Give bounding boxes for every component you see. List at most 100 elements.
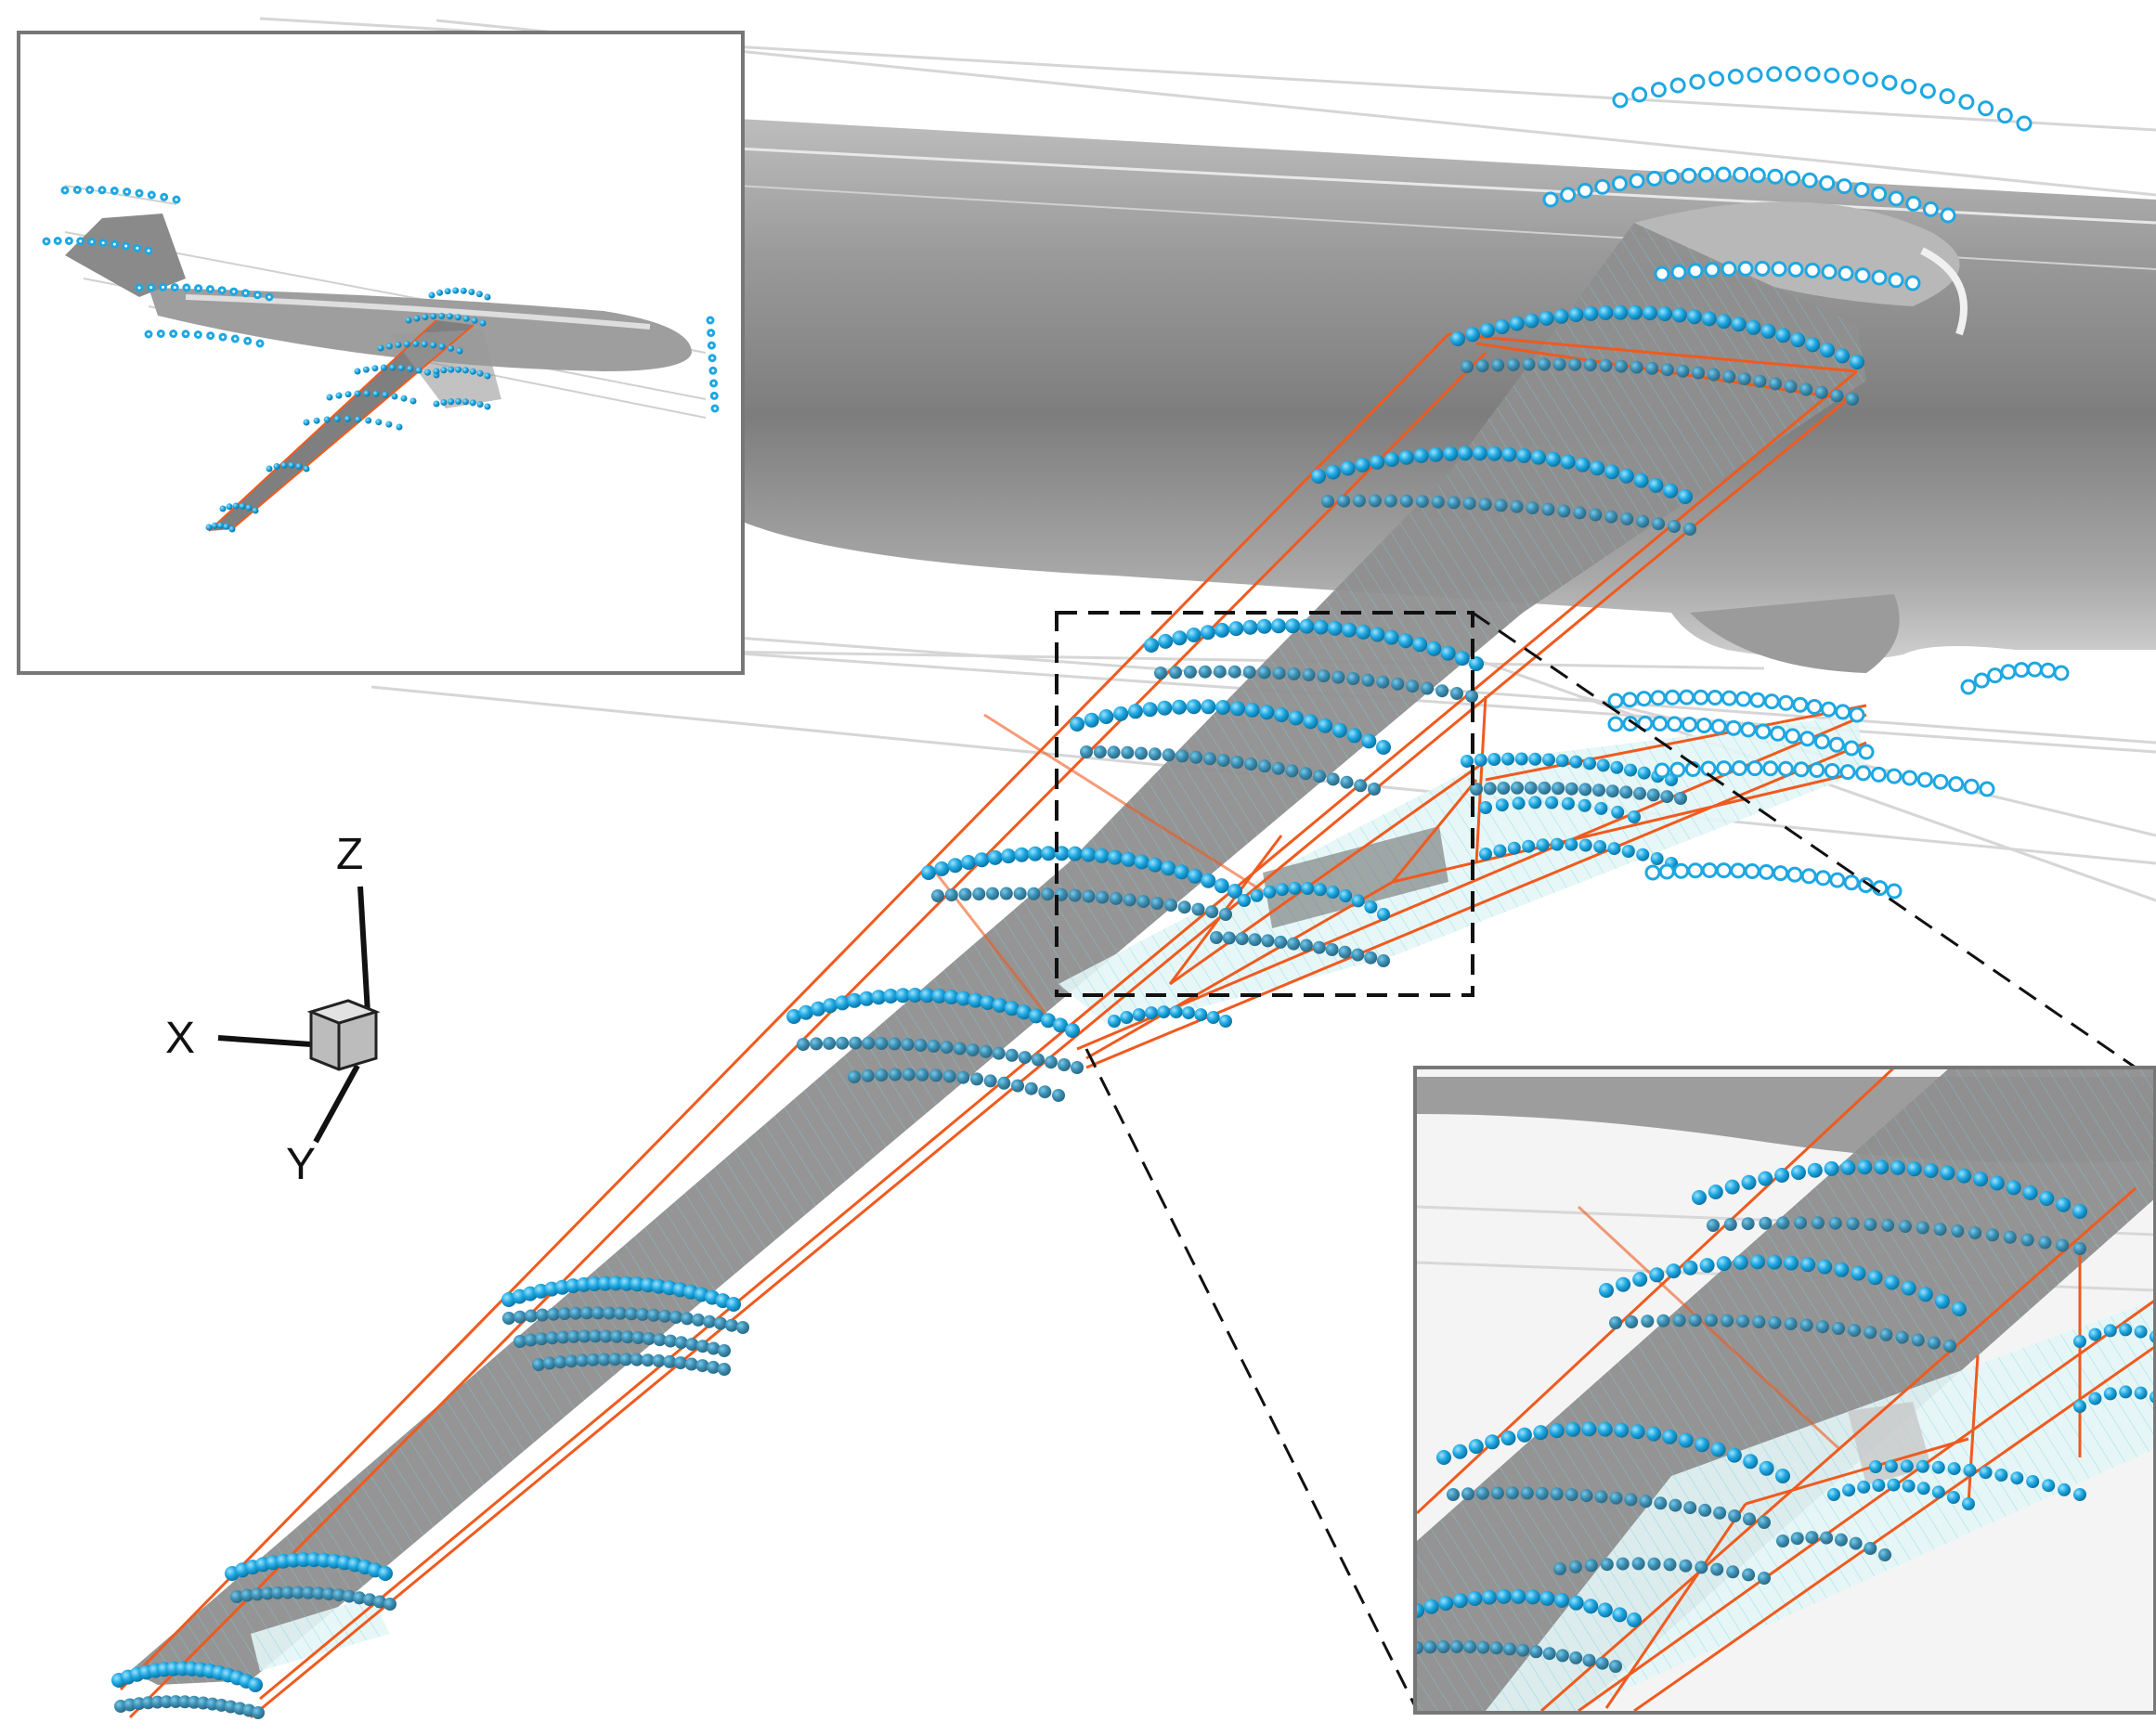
control-point (1749, 692, 1766, 708)
control-point (1093, 745, 1107, 759)
control-point (1127, 704, 1143, 719)
control-point (685, 1338, 699, 1352)
control-point (718, 1363, 731, 1376)
control-point (1793, 761, 1810, 778)
control-point (1227, 884, 1242, 899)
control-point (848, 1070, 861, 1083)
control-point (1522, 357, 1536, 371)
control-point (1510, 499, 1524, 513)
control-point (1302, 667, 1316, 681)
control-point (373, 1595, 386, 1609)
control-point (2073, 1488, 2086, 1501)
control-point (1205, 905, 1219, 919)
control-point (1794, 1216, 1807, 1230)
control-point (1652, 716, 1669, 732)
control-point (1461, 755, 1474, 768)
control-point (1673, 862, 1690, 879)
control-point (156, 330, 165, 338)
control-point (1973, 1172, 1988, 1187)
control-point (219, 505, 227, 512)
control-point (1545, 451, 1561, 467)
control-point (476, 369, 484, 377)
control-point (1776, 1216, 1790, 1230)
control-point (1524, 781, 1538, 795)
control-point (326, 394, 333, 401)
control-point (1614, 1422, 1630, 1438)
control-point (1952, 1301, 1967, 1316)
control-point (1501, 447, 1517, 462)
control-point (1132, 1008, 1146, 1022)
control-point (663, 1354, 677, 1368)
control-point (1213, 665, 1227, 679)
control-point (1539, 1590, 1555, 1606)
control-point (1031, 1053, 1045, 1067)
control-point (1900, 1459, 1914, 1473)
control-point (72, 186, 82, 194)
control-point (1901, 1280, 1916, 1296)
control-point (1018, 1051, 1032, 1065)
control-point (1384, 452, 1399, 467)
control-point (193, 330, 202, 339)
control-point (462, 315, 470, 322)
control-point (1767, 1254, 1782, 1270)
control-point (343, 1589, 356, 1603)
control-point (385, 343, 393, 350)
control-point (1870, 766, 1887, 783)
overview-inset (17, 31, 745, 675)
control-point (422, 314, 429, 320)
control-point (335, 392, 343, 399)
control-point (1364, 951, 1378, 965)
control-point (1423, 1599, 1439, 1614)
control-point (695, 1340, 709, 1353)
control-point (1399, 494, 1413, 508)
control-point (1536, 838, 1550, 852)
control-point (992, 1046, 1006, 1060)
control-point (455, 366, 462, 373)
control-point (448, 398, 455, 406)
control-point (228, 525, 236, 533)
control-point (1871, 269, 1888, 286)
control-point (1821, 264, 1838, 280)
control-point (1849, 706, 1865, 723)
control-point (2022, 1185, 2038, 1200)
control-point (578, 1329, 591, 1343)
control-point (1695, 1560, 1708, 1574)
control-point (1377, 954, 1390, 967)
control-point (1996, 108, 2013, 124)
control-point (123, 188, 132, 197)
control-point (1581, 1421, 1597, 1437)
control-point (614, 1306, 627, 1320)
control-point (1478, 498, 1492, 511)
control-point (545, 1331, 559, 1345)
control-point (2039, 1191, 2055, 1206)
control-point (1259, 705, 1275, 720)
control-point (1145, 1006, 1158, 1020)
control-point (1417, 1603, 1424, 1618)
control-point (2073, 1242, 2086, 1255)
control-point (642, 1332, 656, 1345)
control-point (415, 367, 422, 374)
control-point (1182, 1006, 1195, 1020)
control-point (1737, 372, 1751, 386)
control-point (1080, 745, 1093, 758)
control-point (2119, 1385, 2133, 1399)
control-point (1227, 665, 1241, 679)
control-point (2134, 1325, 2148, 1339)
control-point (916, 1068, 929, 1081)
control-point (1210, 931, 1223, 944)
control-point (1594, 178, 1611, 195)
control-point (2042, 1479, 2056, 1493)
control-point (1174, 864, 1189, 880)
control-point (1726, 1565, 1740, 1579)
control-point (302, 1586, 315, 1599)
control-point (1804, 262, 1821, 278)
control-point (1927, 1336, 1941, 1350)
control-point (1621, 692, 1638, 708)
control-point (1326, 772, 1340, 786)
control-point (378, 1566, 393, 1581)
control-point (1721, 261, 1737, 278)
control-point (430, 313, 437, 320)
control-point (1932, 773, 1949, 790)
control-point (1094, 848, 1110, 863)
control-point (230, 1590, 243, 1603)
